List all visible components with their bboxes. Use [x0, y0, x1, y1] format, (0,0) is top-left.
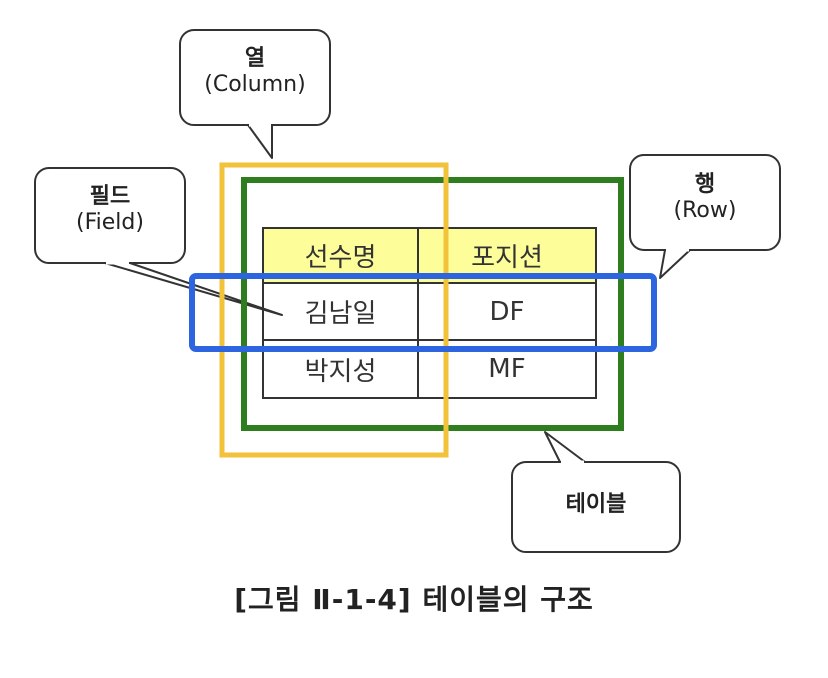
table-cell: 김남일: [304, 299, 377, 329]
column-callout-text: 열 (Column): [180, 46, 330, 99]
column-callout: [179, 29, 331, 159]
table-callout-korean: 테이블: [565, 492, 627, 517]
table-callout: [511, 431, 681, 553]
field-callout-text: 필드 (Field): [35, 184, 185, 237]
table-cell: 박지성: [304, 356, 377, 387]
row-callout: [629, 154, 781, 279]
field-callout-korean: 필드: [89, 184, 131, 209]
row-highlight-box: [189, 273, 657, 352]
table-callout-text: 테이블: [512, 492, 680, 518]
column-callout-english: (Column): [204, 72, 306, 98]
field-callout-english: (Field): [76, 210, 144, 236]
figure-caption: [그림 Ⅱ-1-4] 테이블의 구조: [234, 583, 594, 616]
row-callout-text: 행 (Row): [630, 172, 780, 225]
column-callout-korean: 열: [244, 46, 266, 71]
column-highlight-box: [219, 162, 449, 458]
table-header-cell: 포지션: [471, 243, 543, 273]
table-highlight-box: [241, 177, 624, 431]
table-cell: DF: [489, 296, 525, 327]
row-callout-english: (Row): [673, 198, 737, 224]
table-header-cell: 선수명: [304, 243, 377, 273]
row-callout-korean: 행: [694, 172, 716, 197]
table-cell: MF: [488, 354, 526, 384]
